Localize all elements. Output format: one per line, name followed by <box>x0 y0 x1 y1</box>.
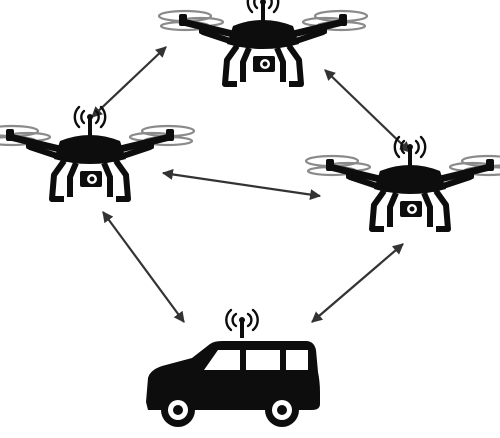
drone-top <box>159 0 367 84</box>
quadcopter-drone-icon <box>159 0 367 84</box>
suv-car-icon <box>146 308 320 427</box>
drone-left <box>0 107 194 199</box>
link-arrows <box>91 46 411 323</box>
link-left-right <box>161 168 322 201</box>
link-right-vehicle <box>311 243 404 323</box>
drone-right <box>306 137 500 229</box>
link-top-right <box>324 69 411 153</box>
ground-vehicle <box>146 308 320 427</box>
quadcopter-drone-icon <box>306 137 500 229</box>
link-top-left <box>91 46 167 118</box>
quadcopter-drone-icon <box>0 107 194 199</box>
link-left-vehicle <box>102 211 185 323</box>
